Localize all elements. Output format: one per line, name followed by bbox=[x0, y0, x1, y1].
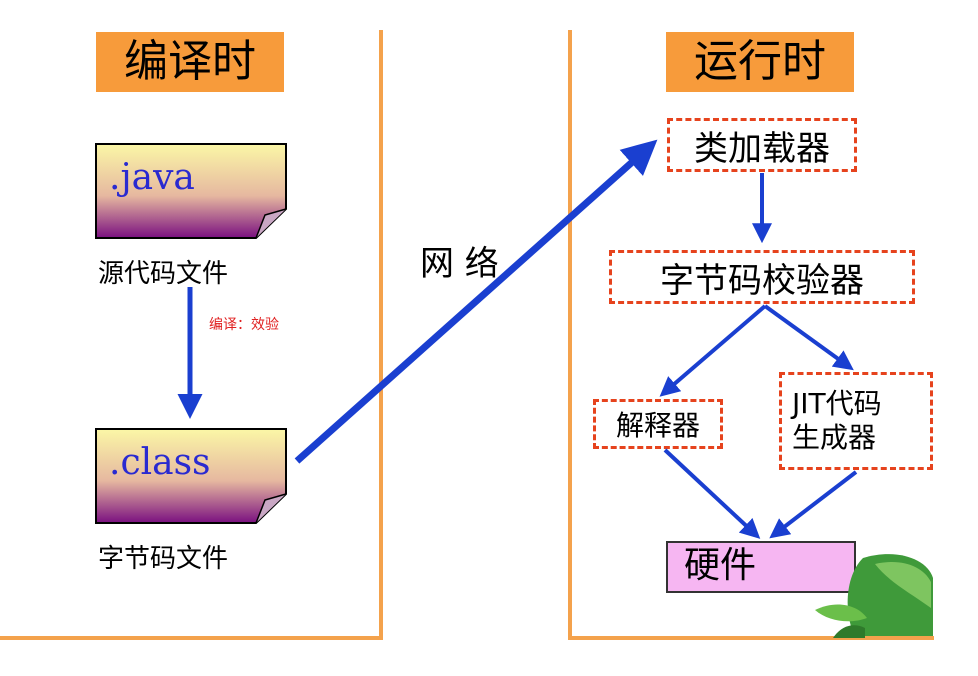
java-file-icon: .java bbox=[95, 143, 287, 239]
class-loader-box: 类加载器 bbox=[667, 118, 857, 172]
interpreter-box: 解释器 bbox=[593, 399, 723, 449]
jit-label-line2: 生成器 bbox=[792, 421, 877, 454]
compile-time-header: 编译时 bbox=[96, 32, 284, 92]
interpreter-to-hardware-arrow bbox=[663, 448, 761, 539]
bytecode-verifier-box: 字节码校验器 bbox=[609, 250, 915, 304]
verifier-to-jit-arrow bbox=[763, 304, 854, 371]
class-file-icon: .class bbox=[95, 428, 287, 524]
network-arrow bbox=[294, 139, 658, 464]
verifier-to-interpreter-arrow bbox=[659, 304, 767, 397]
divider-bottom-right bbox=[568, 636, 934, 640]
jit-to-hardware-arrow bbox=[769, 470, 858, 539]
jit-generator-box: JIT代码 生成器 bbox=[779, 372, 933, 470]
network-label: 网 络 bbox=[420, 244, 499, 284]
hardware-box: 硬件 bbox=[666, 541, 856, 593]
divider-bottom-left bbox=[0, 636, 383, 640]
source-file-caption: 源代码文件 bbox=[98, 259, 229, 289]
java-file-label: .java bbox=[109, 157, 195, 198]
runtime-header: 运行时 bbox=[666, 32, 854, 92]
jit-label-line1: JIT代码 bbox=[792, 387, 882, 420]
class-file-caption: 字节码文件 bbox=[98, 544, 229, 574]
divider-compile-right bbox=[379, 30, 383, 640]
divider-runtime-left bbox=[568, 30, 572, 640]
compile-step-label: 编译：效验 bbox=[209, 317, 279, 333]
leaf-decoration-icon bbox=[815, 554, 933, 638]
class-file-label: .class bbox=[109, 442, 211, 483]
